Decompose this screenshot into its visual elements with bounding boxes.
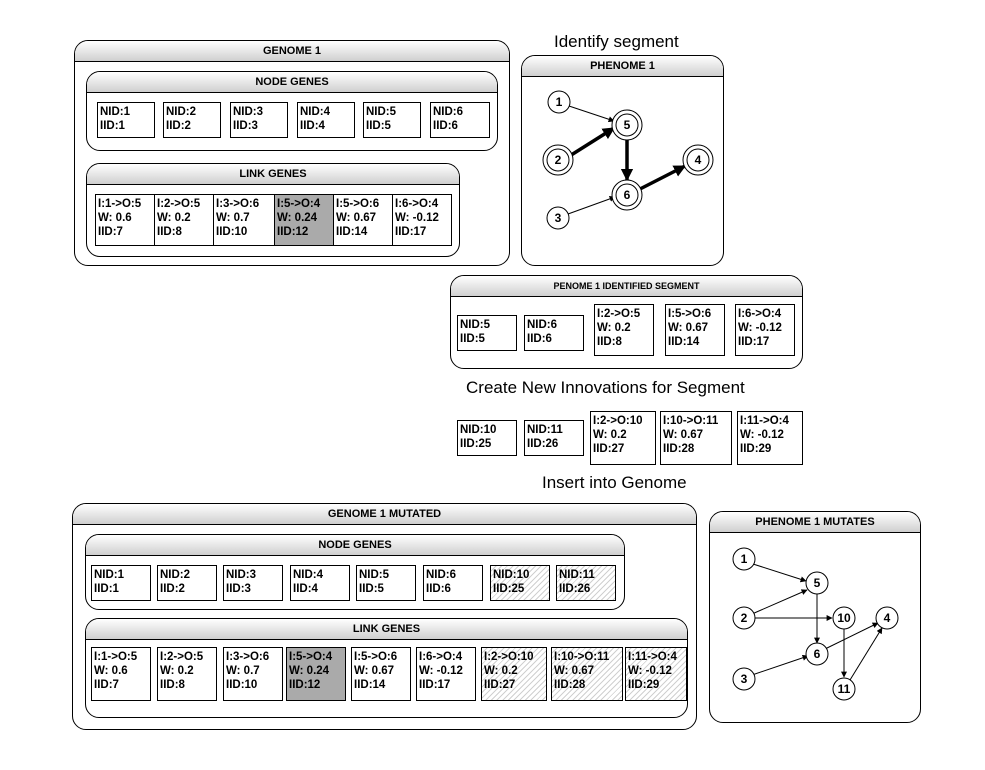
node-6: 6 bbox=[611, 179, 643, 211]
svg-text:5: 5 bbox=[814, 576, 821, 590]
edge-6-4 bbox=[639, 164, 687, 191]
phenome-1-graph: 1 5 2 4 6 3 bbox=[542, 90, 714, 230]
caption-insert-into-genome: Insert into Genome bbox=[542, 473, 687, 492]
genome-1-title: GENOME 1 bbox=[75, 41, 509, 62]
edge-11-4 bbox=[849, 627, 883, 681]
svg-text:6: 6 bbox=[624, 188, 631, 202]
node-2: 2 bbox=[542, 144, 574, 176]
edge-3-6 bbox=[567, 196, 616, 215]
phenome-1-title: PHENOME 1 bbox=[522, 56, 723, 77]
svg-text:11: 11 bbox=[838, 682, 851, 696]
node-4: 4 bbox=[875, 606, 899, 630]
phenome-1-panel: PHENOME 1 1 5 2 4 6 3 bbox=[521, 55, 724, 266]
node-10: 10 bbox=[832, 606, 856, 630]
svg-text:4: 4 bbox=[884, 611, 891, 625]
node-4: 4 bbox=[682, 144, 714, 176]
node-5: 5 bbox=[611, 109, 643, 141]
genome-1-mutated-title: GENOME 1 MUTATED bbox=[73, 504, 696, 525]
identified-segment-title: PENOME 1 IDENTIFIED SEGMENT bbox=[451, 276, 802, 297]
edge-1-5 bbox=[752, 563, 807, 583]
edge-3-6 bbox=[751, 654, 809, 676]
link-genes-title: LINK GENES bbox=[87, 164, 459, 185]
node-6: 6 bbox=[805, 642, 829, 666]
edge-1-5 bbox=[568, 105, 615, 123]
svg-text:1: 1 bbox=[741, 552, 748, 566]
caption-create-innovations: Create New Innovations for Segment bbox=[466, 378, 745, 397]
svg-text:5: 5 bbox=[624, 118, 631, 132]
node-11: 11 bbox=[832, 677, 856, 701]
phenome-1-mutates-graph: 1 5 2 10 4 6 3 11 bbox=[732, 547, 899, 701]
node-3: 3 bbox=[732, 667, 756, 691]
svg-text:1: 1 bbox=[556, 95, 563, 109]
edge-2-5 bbox=[567, 126, 616, 159]
link-genes-title: LINK GENES bbox=[86, 619, 687, 640]
svg-text:4: 4 bbox=[695, 153, 702, 167]
svg-text:2: 2 bbox=[555, 153, 562, 167]
svg-text:2: 2 bbox=[741, 611, 748, 625]
node-1: 1 bbox=[732, 547, 756, 571]
svg-text:6: 6 bbox=[814, 647, 821, 661]
node-5: 5 bbox=[805, 571, 829, 595]
phenome-1-mutates-panel: PHENOME 1 MUTATES 1 5 2 10 4 6 3 11 bbox=[709, 511, 921, 723]
edge-2-5 bbox=[751, 589, 808, 615]
caption-identify-segment: Identify segment bbox=[554, 32, 679, 51]
svg-text:3: 3 bbox=[555, 211, 562, 225]
svg-text:3: 3 bbox=[741, 672, 748, 686]
svg-text:10: 10 bbox=[837, 611, 851, 625]
edge-6-4 bbox=[824, 622, 879, 650]
node-genes-title: NODE GENES bbox=[87, 72, 497, 93]
node-2: 2 bbox=[732, 606, 756, 630]
node-1: 1 bbox=[547, 90, 571, 114]
node-3: 3 bbox=[546, 206, 570, 230]
node-genes-title: NODE GENES bbox=[86, 535, 624, 556]
phenome-1-mutates-title: PHENOME 1 MUTATES bbox=[710, 512, 920, 533]
